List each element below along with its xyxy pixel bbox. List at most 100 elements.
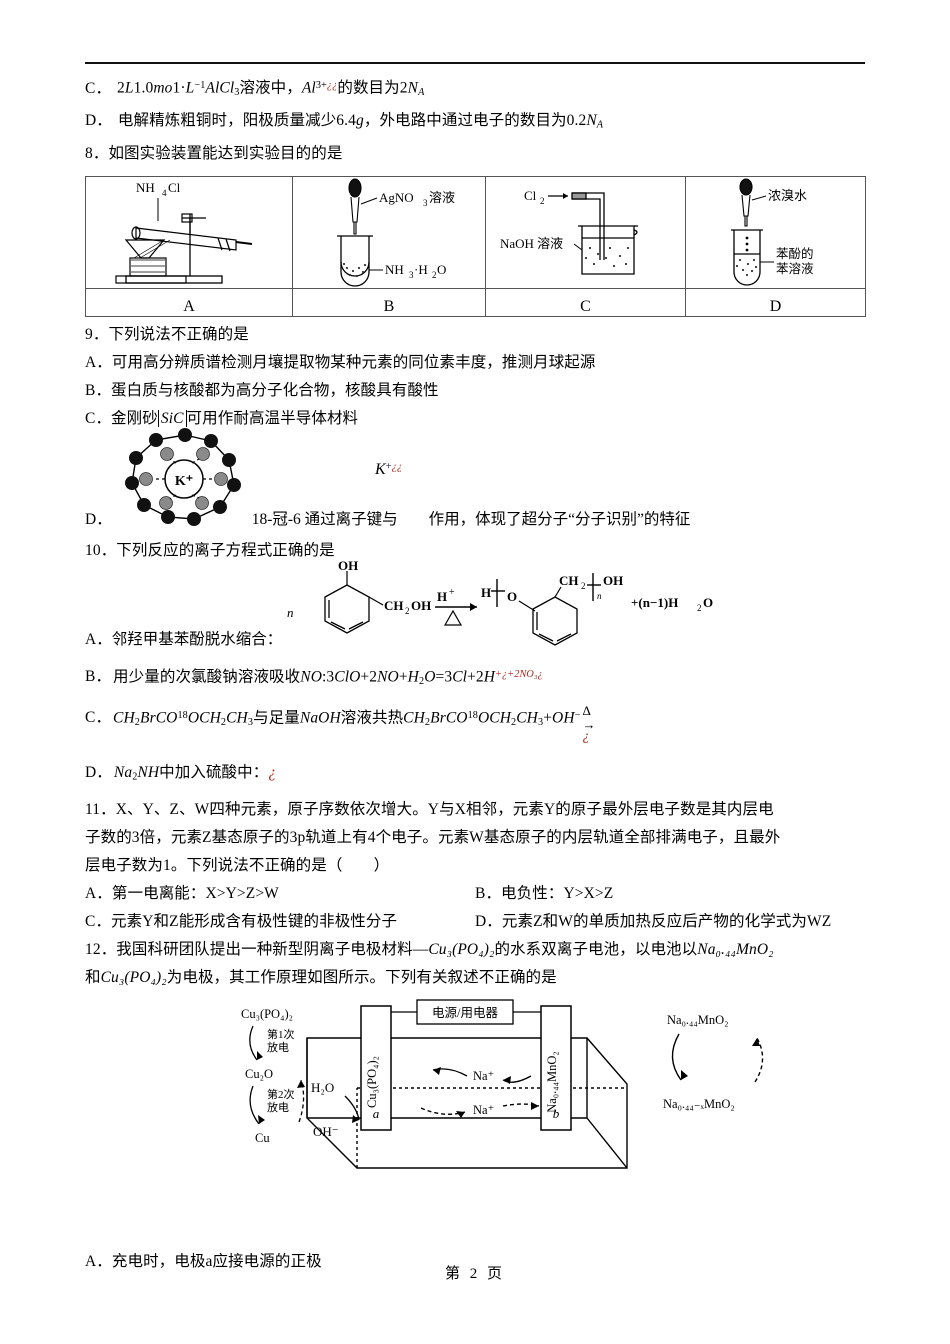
svg-text:O: O <box>507 589 517 604</box>
svg-text:Na₀.₄₄MnO₂: Na₀.₄₄MnO₂ <box>667 1013 729 1027</box>
q7c-sub7: 3 <box>234 87 240 99</box>
experiment-apparatus-table: NH 4 Cl <box>85 175 866 317</box>
q9d-kerr: ¿¿ <box>391 460 403 472</box>
svg-text:放电: 放电 <box>267 1040 289 1054</box>
apparatus-cell-a: NH 4 Cl <box>85 175 293 289</box>
svg-text:Na₀.₄₄₋ₓMnO₂: Na₀.₄₄₋ₓMnO₂ <box>663 1097 735 1111</box>
q10-stem: 10．下列反应的离子方程式正确的是 <box>85 541 335 559</box>
svg-text:H₂O: H₂O <box>311 1080 334 1095</box>
q7c-t8: 溶液中， <box>239 79 302 97</box>
q10b-t10: =3 <box>435 668 453 686</box>
q10c-mid2: 溶液共热 <box>340 709 404 727</box>
q9-option-d-text: D．18-冠-6 通过离子键与 作用，体现了超分子“分子识别”的特征 <box>85 507 690 529</box>
q11-stem-line1: 11．X、Y、Z、W四种元素，原子序数依次增大。Y与X相邻，元素Y的原子最外层电… <box>85 800 774 818</box>
bromine-phenol-tube-icon: 浓溴水 <box>686 178 865 288</box>
q7c-t10: 的数目为 <box>337 79 400 97</box>
svg-text:溶液: 溶液 <box>429 190 455 205</box>
q7-option-c: C． 2L1.0mo1·L−1AlCl3溶液中，Al3+¿¿的数目为2NA <box>85 72 865 107</box>
q10-option-b: B．用少量的次氯酸钠溶液吸收NO:3ClO+2NO+H2O=3Cl+2H+¿+2… <box>85 661 865 696</box>
q10c-g2: BrC <box>430 709 457 727</box>
q12-stem-line1: 12．我国科研团队提出一种新型阴离子电极材料—Cu₃(PO₄)₂的水系双离子电池… <box>85 936 865 964</box>
q10c-err: ¿ <box>582 728 590 744</box>
svg-text:Cl: Cl <box>168 180 181 195</box>
q9-stem: 9．下列说法不正确的是 <box>85 325 249 343</box>
q10c-f5s: 3 <box>247 716 254 728</box>
svg-text:n: n <box>597 591 602 601</box>
svg-text:Cu₃(PO₄)₂: Cu₃(PO₄)₂ <box>241 1007 293 1021</box>
q10c-arrow: → <box>582 716 596 732</box>
q7c-t11: 2 <box>399 79 408 97</box>
q10c-f3: O <box>166 709 178 727</box>
q9d-body: 18-冠-6 通过离子键与 作用，体现了超分子“分子识别”的特征 <box>251 510 691 528</box>
q7c-t3: 1.0 <box>133 79 154 97</box>
svg-text:Na₀.₄₄MnO₂: Na₀.₄₄MnO₂ <box>545 1051 559 1113</box>
q10b-label: B． <box>85 668 112 686</box>
q12-s1c: 的水系双离子电池，以电池以 <box>494 940 698 958</box>
svg-text:+: + <box>449 587 455 598</box>
apparatus-cell-c: Cl 2 <box>485 175 686 289</box>
svg-text:3: 3 <box>409 270 414 280</box>
svg-text:电源/用电器: 电源/用电器 <box>432 1006 498 1020</box>
q7-option-c-label: C． <box>85 79 112 97</box>
q10c-mid: 与足量 <box>253 709 300 727</box>
phenol-condensation-scheme-icon: n O H CH 2 <box>285 559 805 655</box>
svg-text:2: 2 <box>432 270 437 280</box>
apparatus-cell-d: 浓溴水 <box>685 175 866 289</box>
svg-text:Na⁺: Na⁺ <box>473 1069 494 1083</box>
q11-option-b: B．电负性：Y>X>Z <box>475 884 614 902</box>
svg-text:CH: CH <box>559 573 579 588</box>
q7c-t5: 1· <box>172 79 186 97</box>
svg-text:4: 4 <box>162 188 167 198</box>
q9-option-d-row: K⁺ K+¿¿ <box>85 427 865 537</box>
q7c-t9: Al <box>301 79 316 97</box>
q7c-t12: N <box>407 79 419 97</box>
q7c-t7: AlCl <box>205 79 235 97</box>
q10b-s13: +¿+2NO₃¿ <box>495 668 543 680</box>
svg-text:a: a <box>373 1106 380 1121</box>
svg-text:2: 2 <box>581 581 586 591</box>
q10c-g4: OCH <box>477 709 512 727</box>
q10b-t13: H <box>483 668 496 686</box>
q10b-t1: 用少量的次氯酸钠溶液吸收 <box>113 668 301 686</box>
q7d-t2: 6.4 <box>336 112 356 130</box>
apparatus-cell-b: AgNO 3 溶液 <box>292 175 486 289</box>
q11-stem-line2: 子数的3倍，元素Z基态原子的3p轨道上有4个电子。元素W基态原子的内层轨道全部排… <box>85 824 865 852</box>
svg-text:苯酚的: 苯酚的 <box>776 246 814 261</box>
q9-option-b: B．蛋白质与核酸都为高分子化合物，核酸具有酸性 <box>85 381 439 399</box>
q10b-s8: 2 <box>418 675 425 687</box>
page-footer: 第 2 页 <box>444 1266 505 1282</box>
q11-stem-line3: 层电子数为1。下列说法不正确的是（ ） <box>85 856 390 874</box>
q7d-t6: N <box>586 112 597 130</box>
q10b-t11: Cl <box>452 668 468 686</box>
apparatus-caption-a: A <box>85 287 293 317</box>
header-rule <box>85 62 865 64</box>
svg-text:第1次: 第1次 <box>267 1027 295 1041</box>
q10c-g3sup: 18 <box>467 709 478 721</box>
q10c-g5: CH <box>516 709 538 727</box>
q11-options-row1: A．第一电离能：X>Y>Z>W B．电负性：Y>X>Z <box>85 880 865 908</box>
q9d-ksup: + <box>385 460 392 472</box>
svg-text:CH: CH <box>384 598 404 613</box>
table-row-figures: NH 4 Cl <box>85 175 866 289</box>
apparatus-caption-c: C <box>485 287 686 317</box>
q12-s1a: 12．我国科研团队提出一种新型阴离子电极材料— <box>85 940 429 958</box>
q10c-f4s: 2 <box>220 716 227 728</box>
q7c-t1: 2 <box>117 79 125 97</box>
q10d-label: D． <box>85 763 112 781</box>
svg-text:H: H <box>437 589 447 604</box>
q10b-t6: NO <box>377 668 399 686</box>
q11-option-a: A．第一电离能：X>Y>Z>W <box>85 884 279 902</box>
svg-text:2: 2 <box>405 606 410 616</box>
svg-text:第2次: 第2次 <box>267 1087 295 1101</box>
q10b-t5: +2 <box>360 668 378 686</box>
q10c-f2: BrC <box>140 709 167 727</box>
svg-text:NH: NH <box>385 262 404 277</box>
gas-absorption-beaker-icon: Cl 2 <box>486 178 685 288</box>
q9c-formula: SiC <box>157 409 187 427</box>
q10d-f1s: 2 <box>132 771 138 783</box>
svg-text:H: H <box>481 585 491 600</box>
q10b-t4: ClO <box>334 668 361 686</box>
q10b-t8: H <box>407 668 419 686</box>
